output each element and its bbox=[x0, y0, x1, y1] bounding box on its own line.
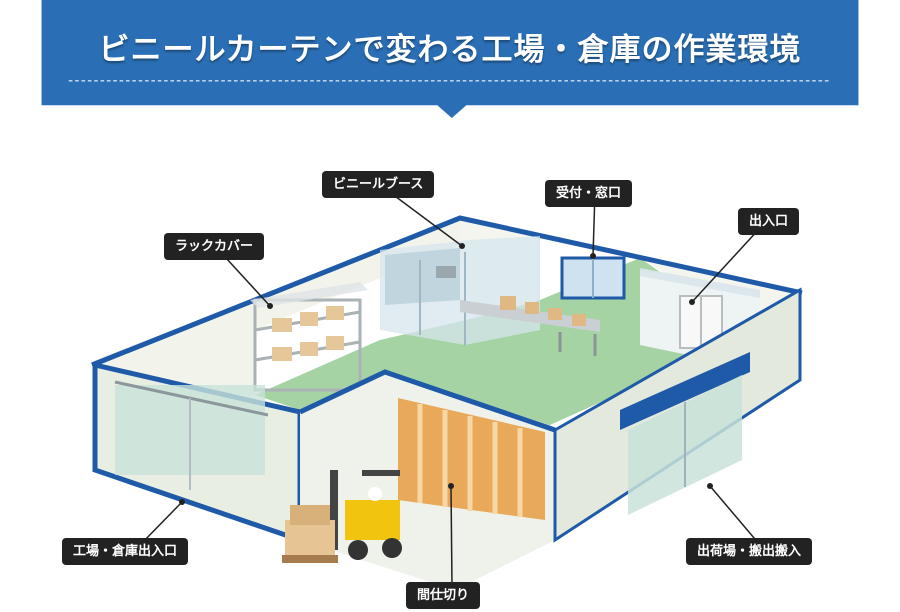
conveyor bbox=[460, 296, 600, 356]
label-reception: 受付・窓口 bbox=[545, 180, 633, 207]
page-title: ビニールカーテンで変わる工場・倉庫の作業環境 bbox=[98, 32, 802, 68]
back-left-wall bbox=[95, 218, 460, 395]
label-rack-cover: ラックカバー bbox=[164, 233, 265, 260]
reception-window bbox=[560, 256, 626, 300]
shipping-dock bbox=[620, 352, 750, 515]
title-banner bbox=[41, 0, 859, 118]
label-partition: 間仕切り bbox=[406, 582, 481, 609]
rack bbox=[250, 282, 368, 392]
vinyl-booth bbox=[380, 236, 540, 345]
floor bbox=[255, 258, 760, 425]
label-factory-entrance: 工場・倉庫出入口 bbox=[62, 538, 189, 565]
label-vinyl-booth: ビニールブース bbox=[322, 171, 435, 198]
label-entrance: 出入口 bbox=[738, 208, 800, 235]
partition-curtain bbox=[398, 398, 545, 520]
vinyl-curtain-left bbox=[114, 380, 269, 490]
forklift bbox=[282, 470, 402, 563]
label-shipping: 出荷場・搬出搬入 bbox=[686, 538, 813, 565]
